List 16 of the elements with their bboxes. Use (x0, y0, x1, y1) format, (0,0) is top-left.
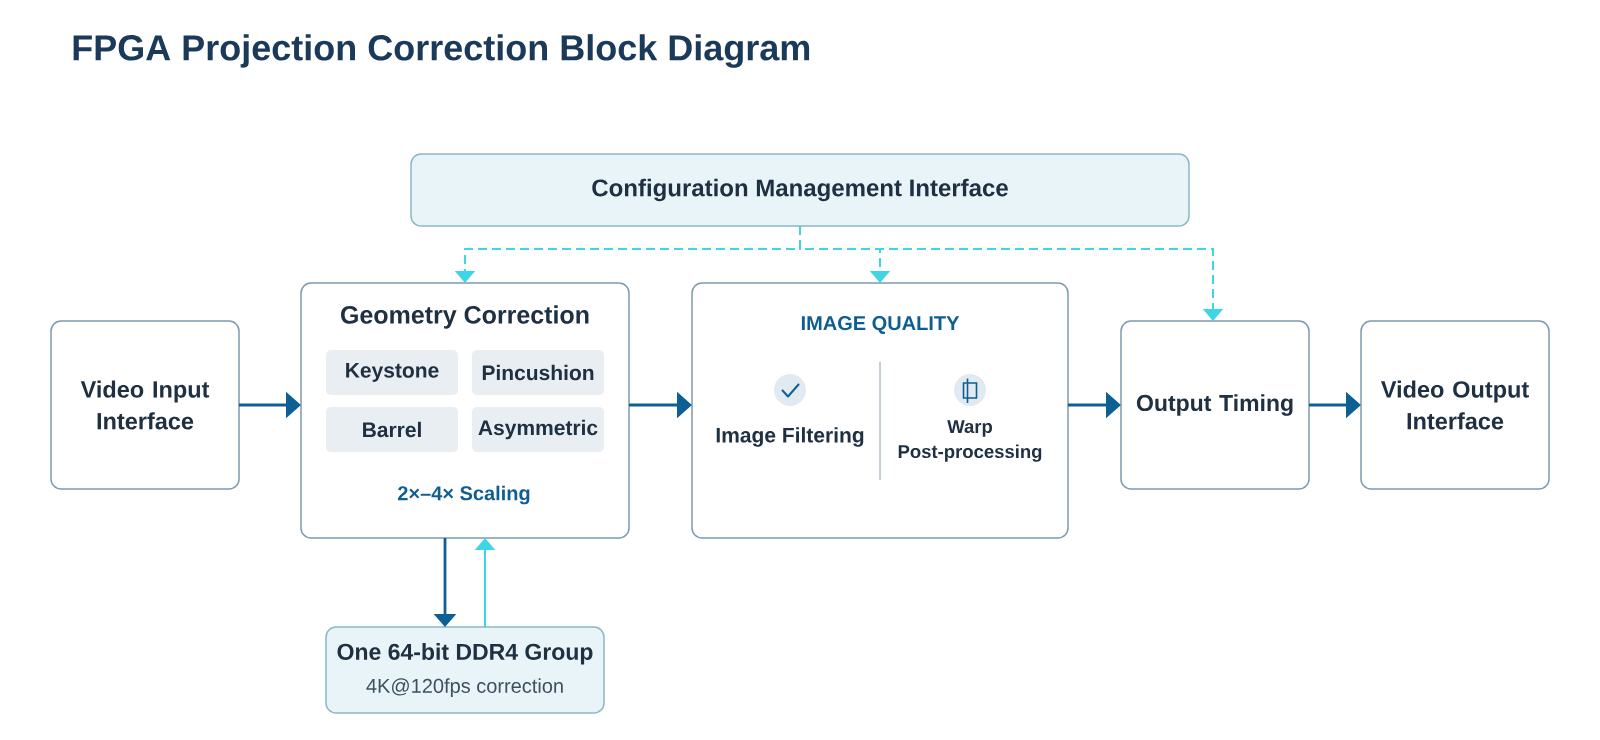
process-box: Video Output Interface (1360, 320, 1550, 490)
process-box: Video Input Interface (50, 320, 240, 490)
process-box: Output Timing (1120, 320, 1310, 490)
arrow (799, 225, 1224, 321)
feature-label: Warp Post-processing (898, 420, 1042, 462)
box-title: Geometry Correction (341, 305, 589, 329)
option-box: Asymmetric (472, 407, 604, 452)
feature-label: Image Filtering (716, 427, 864, 447)
option-box: Barrel (326, 407, 458, 452)
memory-box: One 64-bit DDR4 Group 4K@120fps correction (325, 626, 605, 714)
interface-box: Configuration Management Interface (410, 153, 1190, 227)
option-box: Pincushion (472, 350, 604, 395)
diagram-title: FPGA Projection Correction Block Diagram (73, 34, 810, 68)
feature-label: 2×–4× Scaling (398, 485, 530, 505)
section-title: IMAGE QUALITY (801, 316, 960, 334)
option-box: Keystone (326, 350, 458, 395)
